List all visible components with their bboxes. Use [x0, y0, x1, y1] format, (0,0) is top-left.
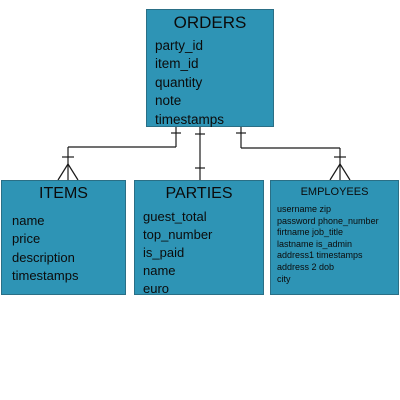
field: city: [277, 273, 291, 284]
crows-foot: [67, 163, 79, 181]
entity-title: PARTIES: [165, 185, 233, 202]
field: description: [12, 249, 75, 265]
items-entity: ITEMS name price description timestamps: [1, 180, 126, 295]
field: password phone_number: [277, 215, 379, 226]
field: note: [155, 93, 182, 109]
field: timestamps: [12, 267, 79, 283]
orders-employees-relationship: [236, 127, 351, 181]
field: is_paid: [143, 245, 185, 261]
parties-entity: PARTIES guest_total top_number is_paid n…: [134, 180, 264, 298]
field: party_id: [155, 38, 204, 53]
entity-title: ITEMS: [39, 185, 88, 202]
orders-entity: ORDERS party_id item_id quantity note ti…: [146, 9, 274, 127]
orders-items-relationship: [57, 127, 181, 181]
field: quantity: [155, 74, 203, 90]
field: euro: [143, 281, 170, 297]
field: name: [12, 213, 45, 228]
crows-foot: [329, 163, 341, 181]
employees-entity: EMPLOYEES username zip password phone_nu…: [270, 180, 399, 295]
field: username zip: [277, 204, 332, 214]
field: address1 timestamps: [277, 250, 363, 261]
entity-title: EMPLOYEES: [300, 186, 369, 198]
field: lastname is_admin: [277, 238, 353, 249]
field-list: name price description timestamps: [12, 212, 78, 285]
crows-foot: [57, 163, 69, 181]
field: firtname job_title: [277, 227, 344, 238]
field: timestamps: [155, 111, 225, 127]
field-list: guest_total top_number is_paid name euro: [143, 208, 212, 298]
field-list: username zip password phone_number firtn…: [277, 204, 379, 285]
field: guest_total: [143, 209, 207, 224]
field: top_number: [143, 227, 213, 243]
crows-foot: [339, 163, 351, 181]
entity-title: ORDERS: [173, 13, 247, 32]
field: address 2 dob: [277, 261, 335, 272]
field: name: [143, 263, 176, 279]
field: price: [12, 231, 41, 247]
orders-parties-relationship: [195, 127, 205, 180]
field: item_id: [155, 56, 199, 72]
field-list: party_id item_id quantity note timestamp…: [155, 37, 224, 129]
